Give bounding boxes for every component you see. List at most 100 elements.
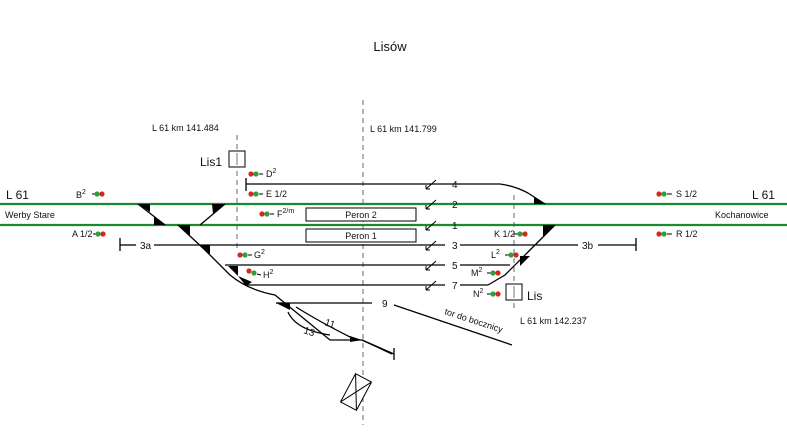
- signal-M-red-lamp: [495, 270, 501, 276]
- fan-right-switch-b: [520, 256, 530, 266]
- signal-M: M2: [471, 267, 501, 278]
- fan-right-switch-a: [543, 225, 555, 237]
- fan-left-switch-b: [200, 245, 210, 254]
- signal-E-green-lamp: [253, 191, 259, 197]
- station-label-right: Kochanowice: [715, 210, 769, 220]
- crossover-left-upper-switch-b: [154, 216, 166, 225]
- fan-left-main: [177, 224, 393, 355]
- svg-text:E 1/2: E 1/2: [266, 189, 287, 199]
- signal-D-green-lamp: [253, 171, 259, 177]
- signal-box-lis-label: Lis: [527, 289, 542, 303]
- track-3b-label: 3b: [582, 241, 594, 252]
- signal-R-red-lamp: [656, 231, 662, 237]
- platform-peron-2-label: Peron 2: [345, 210, 377, 220]
- signal-M-green-lamp: [490, 270, 496, 276]
- crossover-left-diag-switch: [212, 204, 225, 214]
- signal-S: S 1/2: [656, 189, 697, 199]
- track-11: [295, 306, 353, 339]
- signal-B-red-lamp: [99, 191, 105, 197]
- svg-text:D2: D2: [266, 168, 277, 179]
- signal-box-lis1-label: Lis1: [200, 155, 222, 169]
- signal-E-red-lamp: [248, 191, 254, 197]
- signal-N-red-lamp: [495, 291, 501, 297]
- km-marker-left: L 61 km 141.484: [152, 123, 219, 133]
- svg-text:H2: H2: [263, 269, 274, 280]
- svg-text:F2/m: F2/m: [277, 208, 294, 219]
- platform-peron-1-label: Peron 1: [345, 231, 377, 241]
- direction-arrows: [425, 179, 437, 291]
- signal-L-green-lamp: [508, 252, 514, 258]
- svg-text:A 1/2: A 1/2: [72, 229, 93, 239]
- track-3a-label: 3a: [140, 241, 152, 252]
- siding-line: [393, 304, 513, 346]
- signal-F-red-lamp: [259, 211, 265, 217]
- siding-label: tor do bocznicy: [443, 306, 504, 334]
- signal-F-green-lamp: [264, 211, 270, 217]
- fan-left-switch-a: [178, 225, 190, 236]
- svg-text:G2: G2: [254, 249, 265, 260]
- signal-R: R 1/2: [656, 229, 698, 239]
- signal-B-green-lamp: [94, 191, 100, 197]
- signal-S-red-lamp: [656, 191, 662, 197]
- svg-text:M2: M2: [471, 267, 483, 278]
- km-marker-right: L 61 km 142.237: [520, 316, 587, 326]
- track-3-label: 3: [452, 241, 458, 252]
- signal-A-red-lamp: [100, 231, 106, 237]
- track-1-label: 1: [452, 221, 458, 232]
- track-5-label: 5: [452, 261, 458, 272]
- track-4-switch: [534, 197, 546, 204]
- track-11-switch: [350, 336, 362, 342]
- signal-A-green-lamp: [95, 231, 101, 237]
- level-crossing-symbol: [339, 372, 373, 412]
- fan-left-switch-d: [238, 276, 252, 286]
- signal-L: L2: [491, 249, 519, 260]
- crossover-left-upper-switch-a: [138, 204, 150, 212]
- km-marker-middle: L 61 km 141.799: [370, 124, 437, 134]
- arrow-track-4-icon: [425, 179, 437, 190]
- track-4-label: 4: [452, 180, 458, 191]
- line-label-left: L 61: [6, 188, 29, 202]
- svg-text:S 1/2: S 1/2: [676, 189, 697, 199]
- signal-G-red-lamp: [237, 252, 243, 258]
- signal-H-red-lamp: [246, 268, 252, 274]
- arrow-track-2-icon: [425, 199, 437, 210]
- fan-right-main: [487, 224, 556, 286]
- arrow-track-1-icon: [425, 220, 437, 231]
- station-label-left: Werby Stare: [5, 210, 55, 220]
- signal-G-green-lamp: [242, 252, 248, 258]
- track-2-label: 2: [452, 200, 458, 211]
- signal-H: H2: [246, 268, 274, 280]
- signal-D: D2: [248, 168, 277, 179]
- fan-left-switch-c: [228, 266, 238, 276]
- track-4: [246, 183, 546, 205]
- signal-A: A 1/2: [72, 229, 106, 239]
- platform-peron-2: [305, 207, 417, 222]
- arrow-track-5-icon: [425, 260, 437, 271]
- signal-S-green-lamp: [661, 191, 667, 197]
- track-13-label: 13: [302, 325, 316, 339]
- svg-text:K 1/2: K 1/2: [494, 229, 515, 239]
- track-13: [287, 311, 331, 336]
- signal-H-green-lamp: [251, 270, 257, 276]
- platform-peron-1: [305, 228, 417, 243]
- track-11-lead: [361, 339, 395, 355]
- signal-L-red-lamp: [513, 252, 519, 258]
- crossover-left-diag: [199, 203, 226, 226]
- signal-F: F2/m: [259, 208, 294, 219]
- signal-K-red-lamp: [522, 231, 528, 237]
- track-9-switch: [276, 303, 290, 310]
- signal-E: E 1/2: [248, 189, 287, 199]
- signal-B: B2: [76, 189, 105, 200]
- signal-R-green-lamp: [661, 231, 667, 237]
- signal-K-green-lamp: [517, 231, 523, 237]
- signal-D-red-lamp: [248, 171, 254, 177]
- signal-G: G2: [237, 249, 265, 260]
- track-9-label: 9: [382, 299, 388, 310]
- signal-N-green-lamp: [490, 291, 496, 297]
- svg-text:L2: L2: [491, 249, 500, 260]
- diagram-title: Lisów: [373, 39, 407, 54]
- arrow-track-3-icon: [425, 240, 437, 251]
- svg-text:R 1/2: R 1/2: [676, 229, 698, 239]
- svg-text:N2: N2: [473, 288, 484, 299]
